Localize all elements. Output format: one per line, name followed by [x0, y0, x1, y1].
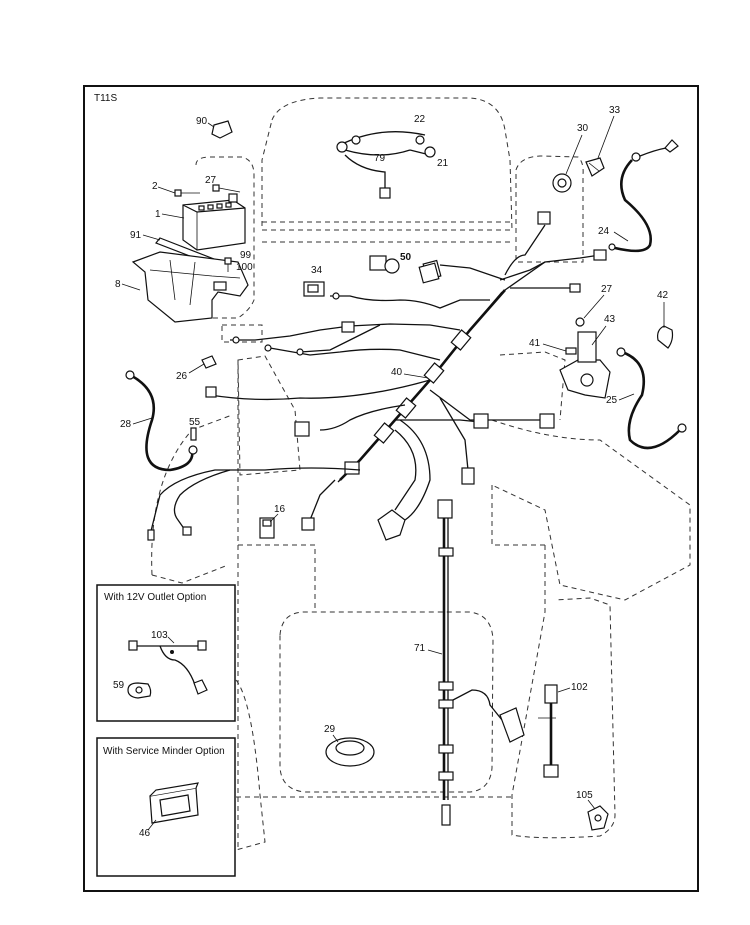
label-41: 41 — [529, 338, 541, 349]
inset-service-minder: With Service Minder Option 46 — [96, 737, 236, 877]
inset-service-title: With Service Minder Option — [103, 746, 225, 757]
battery-cable-25 — [616, 347, 687, 450]
battery-assembly — [131, 120, 249, 323]
label-27a: 27 — [205, 175, 217, 186]
label-102: 102 — [571, 682, 588, 693]
sensor-105 — [587, 805, 609, 831]
label-30: 30 — [577, 123, 589, 134]
connector-top-right — [537, 211, 551, 225]
horn-50 — [369, 255, 440, 284]
label-50: 50 — [400, 252, 412, 263]
diagram-code: T11S — [94, 93, 117, 104]
label-22: 22 — [414, 114, 426, 125]
ignition-switch-group — [552, 157, 605, 193]
relay-16 — [259, 517, 275, 539]
headlight-harness — [336, 131, 436, 199]
switch-102 — [538, 684, 559, 778]
harness-71 — [437, 499, 525, 826]
chassis-outline — [151, 97, 691, 851]
label-8: 8 — [115, 279, 121, 290]
inset-12v-outlet: With 12V Outlet Option 103 59 — [96, 584, 236, 722]
label-46: 46 — [139, 828, 151, 839]
label-40: 40 — [391, 367, 403, 378]
solenoid-group — [559, 317, 674, 399]
label-103: 103 — [151, 630, 168, 641]
fuse-26 — [201, 355, 217, 369]
label-28: 28 — [120, 419, 132, 430]
label-105: 105 — [576, 790, 593, 801]
label-100: 100 — [236, 262, 253, 273]
label-16: 16 — [274, 504, 286, 515]
label-43: 43 — [604, 314, 616, 325]
switch-34 — [303, 281, 325, 297]
label-59: 59 — [113, 680, 125, 691]
label-29: 29 — [324, 724, 336, 735]
label-33: 33 — [609, 105, 621, 116]
label-24: 24 — [598, 226, 610, 237]
diagram-border — [83, 85, 699, 892]
label-21: 21 — [437, 158, 449, 169]
inset-12v-title: With 12V Outlet Option — [104, 592, 206, 603]
label-79: 79 — [374, 153, 386, 164]
label-34: 34 — [311, 265, 323, 276]
cover-29 — [325, 737, 375, 767]
label-90: 90 — [196, 116, 208, 127]
label-25: 25 — [606, 395, 618, 406]
label-99: 99 — [240, 250, 252, 261]
label-91: 91 — [130, 230, 142, 241]
part-labels: 90 22 79 21 30 33 2 27 1 91 99 100 8 34 … — [115, 105, 669, 810]
label-2: 2 — [152, 181, 158, 192]
label-71: 71 — [414, 643, 426, 654]
battery-cable-24 — [608, 139, 679, 253]
label-55: 55 — [189, 417, 201, 428]
label-42: 42 — [657, 290, 669, 301]
ground-cable-28 — [125, 370, 198, 472]
label-27b: 27 — [601, 284, 613, 295]
main-harness-40 — [147, 211, 607, 541]
label-1: 1 — [155, 209, 161, 220]
label-26: 26 — [176, 371, 188, 382]
